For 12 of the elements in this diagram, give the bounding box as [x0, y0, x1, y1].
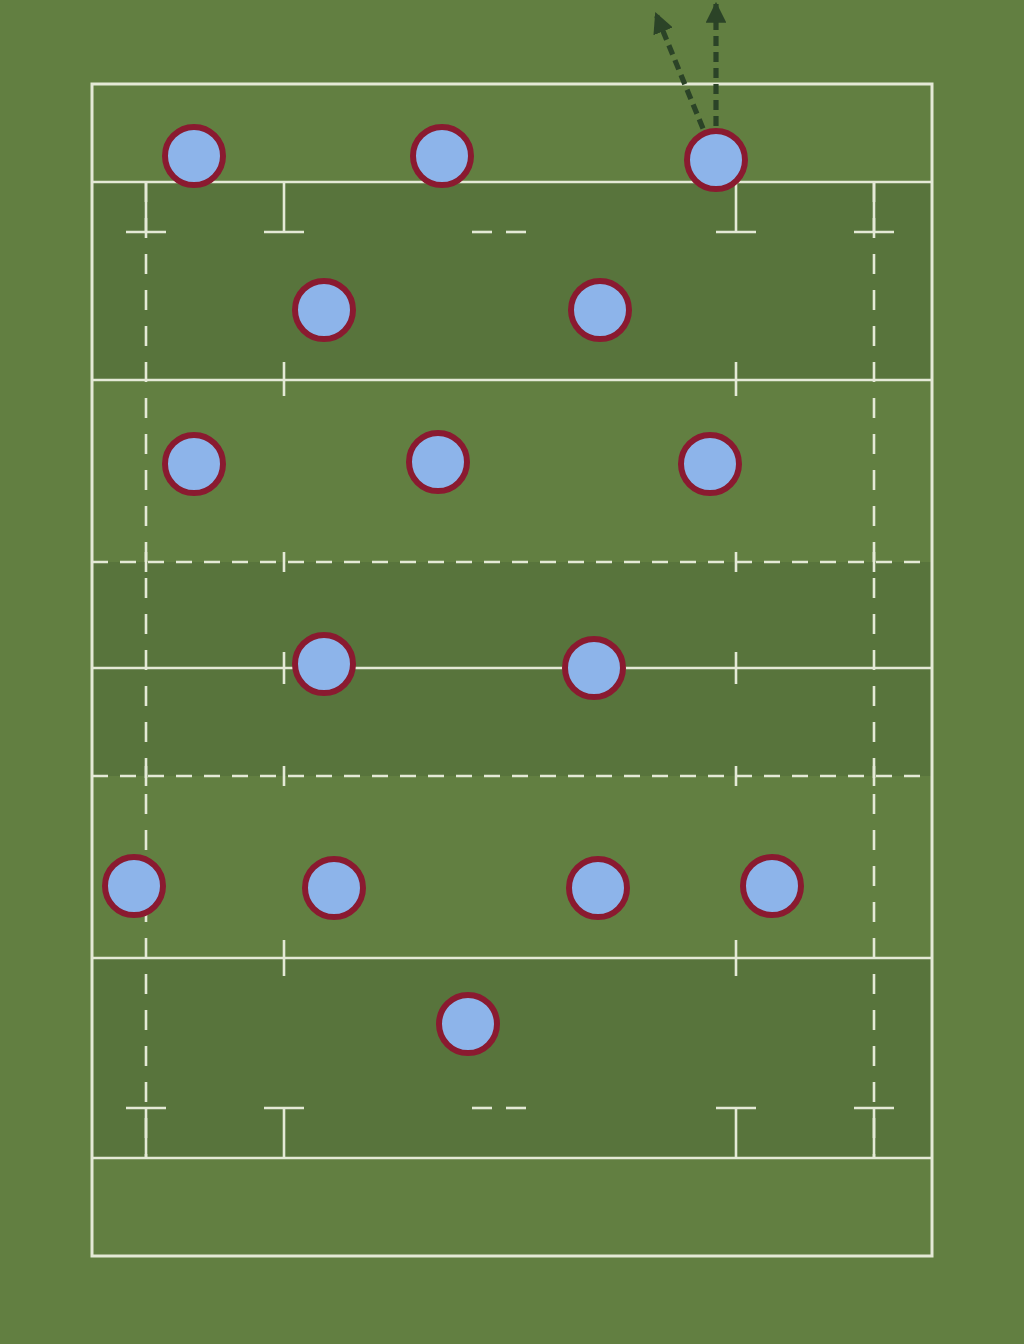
- player-marker: [684, 128, 748, 192]
- player-marker: [302, 856, 366, 920]
- player-marker: [678, 432, 742, 496]
- arrow: [705, 1, 727, 126]
- player-marker: [410, 124, 474, 188]
- player-marker: [406, 430, 470, 494]
- arrow: [653, 12, 706, 130]
- player-marker: [566, 856, 630, 920]
- player-marker: [740, 854, 804, 918]
- player-marker: [102, 854, 166, 918]
- player-marker: [162, 124, 226, 188]
- player-marker: [162, 432, 226, 496]
